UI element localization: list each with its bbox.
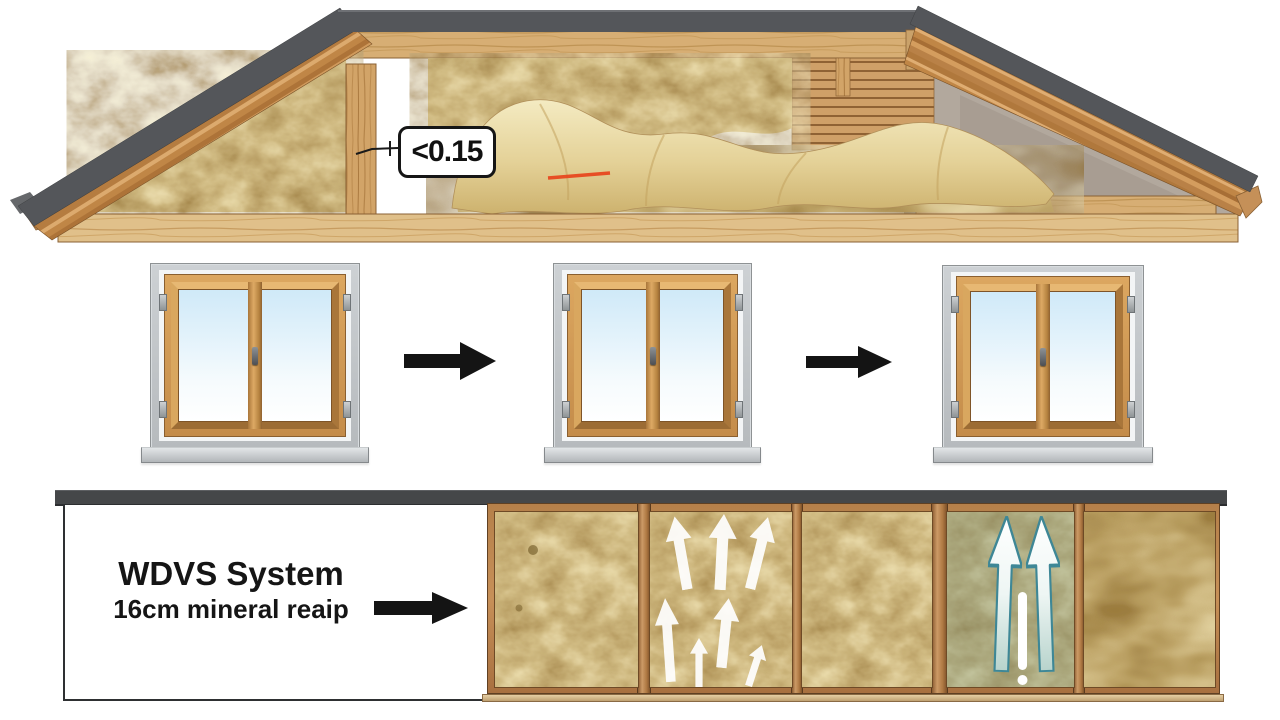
hinge-icon bbox=[159, 294, 167, 311]
roof-cross-section bbox=[10, 5, 1263, 243]
ridge-roofing bbox=[338, 10, 924, 32]
window-sill bbox=[141, 447, 369, 463]
insulation-panel-1 bbox=[494, 511, 639, 688]
insulation-panel-4-vapour bbox=[946, 511, 1075, 688]
hinge-icon bbox=[951, 401, 959, 418]
insulation-panel-3 bbox=[801, 511, 933, 688]
hinge-icon bbox=[343, 401, 351, 418]
hinge-icon bbox=[735, 401, 743, 418]
arrow-right-icon bbox=[374, 592, 468, 624]
wdvs-subheading: 16cm mineral reaip bbox=[113, 594, 349, 624]
wdvs-heading: WDVS System bbox=[118, 555, 344, 592]
window-wood-frame bbox=[956, 276, 1130, 437]
window-before bbox=[150, 263, 360, 449]
window-handle-icon bbox=[649, 346, 656, 365]
attic-floor bbox=[57, 213, 1239, 243]
window-wood-frame bbox=[567, 274, 738, 437]
window-sill bbox=[544, 447, 761, 463]
window-sill bbox=[933, 447, 1153, 463]
insulation-blanket bbox=[451, 99, 1055, 215]
exclamation-icon bbox=[1017, 592, 1028, 685]
red-marker-line bbox=[547, 171, 611, 180]
arrow-right-icon bbox=[404, 342, 496, 380]
hinge-icon bbox=[951, 296, 959, 313]
wall-bottom-rail bbox=[482, 694, 1224, 702]
ridge-beam bbox=[337, 29, 927, 59]
hinge-icon bbox=[562, 294, 570, 311]
insulation-panel-2-airflow bbox=[649, 511, 793, 688]
hinge-icon bbox=[343, 294, 351, 311]
window-casement-right bbox=[645, 282, 731, 429]
hinge-icon bbox=[562, 401, 570, 418]
window-middle bbox=[553, 263, 752, 449]
hinge-icon bbox=[1127, 401, 1135, 418]
arrow-right-icon bbox=[806, 346, 892, 378]
hinge-icon bbox=[1127, 296, 1135, 313]
window-handle-icon bbox=[252, 346, 258, 365]
u-value-callout: <0.15 bbox=[398, 126, 496, 178]
hinge-icon bbox=[735, 294, 743, 311]
u-value-leader-line bbox=[355, 141, 399, 156]
window-after bbox=[942, 265, 1144, 449]
window-handle-icon bbox=[1040, 347, 1046, 366]
hinge-icon bbox=[159, 401, 167, 418]
wall-insulation-assembly bbox=[487, 503, 1220, 694]
window-casement-left bbox=[963, 284, 1050, 429]
gable-stud bbox=[345, 63, 377, 215]
insulation-panel-5 bbox=[1083, 511, 1216, 688]
window-wood-frame bbox=[164, 274, 346, 437]
right-roofing bbox=[909, 5, 1259, 193]
